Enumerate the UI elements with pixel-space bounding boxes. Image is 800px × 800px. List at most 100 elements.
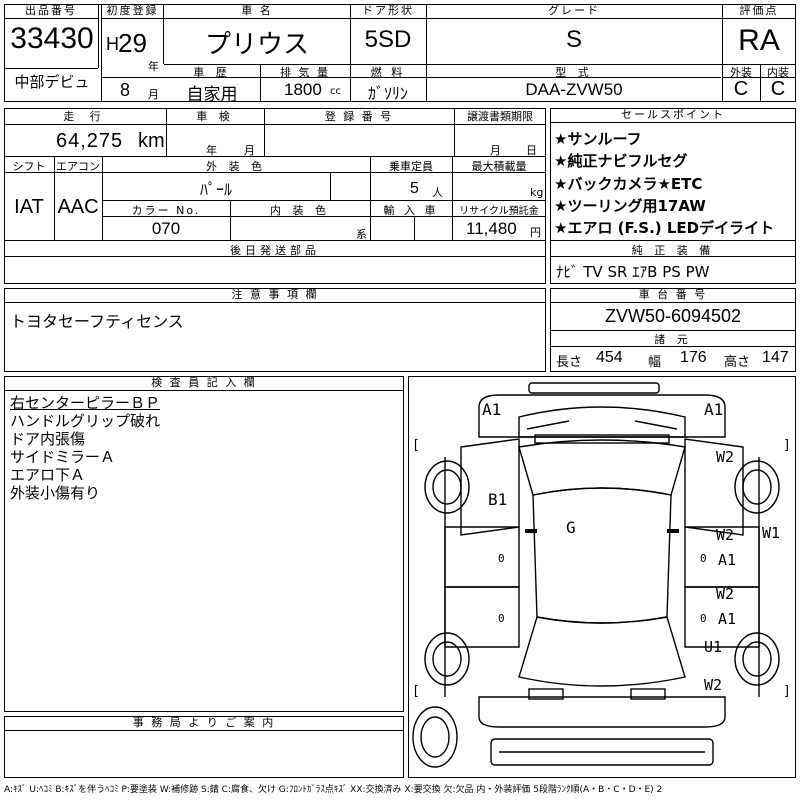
capacity: 5	[410, 180, 419, 197]
mark-w2-front-door: W2	[716, 526, 735, 544]
lot-number: 33430	[10, 22, 94, 55]
inspector-block	[4, 376, 404, 712]
model-code: DAA-ZVW50	[525, 80, 623, 99]
car-outline-svg	[412, 382, 780, 768]
history: 自家用	[186, 85, 238, 105]
width-label: 幅	[648, 355, 662, 370]
damage-legend: A:ｷｽﾞ U:ﾍｺﾐ B:ｷｽﾞを伴うﾍｺﾐ P:要塗装 W:補修跡 S:錆 …	[4, 785, 663, 795]
shift-label: シフト	[12, 160, 46, 173]
reg-month: 8	[120, 80, 131, 100]
shift: IAT	[14, 196, 44, 218]
mileage-label: 走 行	[63, 110, 107, 123]
score-label: 評価点	[722, 4, 796, 19]
sales-block	[550, 108, 796, 284]
mark-g-roof: G	[566, 518, 576, 537]
color-no-label: カラー No.	[131, 204, 201, 217]
mileage: 64,275	[56, 130, 124, 152]
score: RA	[738, 24, 780, 57]
sales-point-1: ★サンルーフ	[554, 130, 642, 148]
inspector-line-6: 外装小傷有り	[10, 484, 101, 502]
transfer-label: 譲渡書類期限	[467, 110, 533, 123]
int-color-label: 内 装 色	[270, 204, 330, 217]
load-unit: kg	[530, 186, 544, 199]
mark-a1-front-right: A1	[704, 400, 724, 419]
era: H	[106, 34, 119, 54]
ac-label: エアコン	[56, 160, 100, 173]
mileage-unit: km	[138, 130, 165, 152]
recycle-unit: 円	[530, 226, 541, 239]
door-type: 5SD	[364, 26, 412, 53]
caution-label: 注 意 事 項 欄	[4, 288, 546, 303]
zero-left-2: 0	[498, 612, 505, 625]
sales-point-3: ★バックカメラ★ETC	[554, 175, 703, 193]
capacity-unit: 人	[432, 186, 443, 199]
inspector-line-5: エアロ下Ａ	[10, 466, 86, 484]
disp-unit: cc	[330, 86, 341, 97]
reg-year: 29	[118, 28, 147, 58]
ext-label: 外装	[730, 66, 752, 79]
recycle-fee: 11,480	[466, 219, 517, 238]
inspector-line-2: ハンドルグリップ破れ	[10, 412, 161, 430]
car-diagram	[408, 376, 796, 778]
fuel: ｶﾞｿﾘﾝ	[367, 84, 408, 103]
bracket-left-rear: [	[412, 684, 420, 699]
grade-label: グレード	[426, 4, 722, 19]
zero-left-1: 0	[498, 552, 505, 565]
transfer-month-unit: 月	[490, 144, 501, 157]
int-color-unit: 系	[356, 228, 367, 241]
transfer-day-unit: 日	[526, 144, 537, 157]
length-label: 長さ	[556, 355, 583, 370]
chassis-label: 車 台 番 号	[550, 288, 796, 303]
length: 454	[596, 349, 623, 366]
sales-point-5: ★エアロ (F.S.) LEDデイライト	[554, 219, 775, 237]
mark-u1-rear-fender: U1	[704, 638, 723, 656]
body-color: ﾊﾟｰﾙ	[199, 180, 232, 199]
color-number: 070	[151, 219, 181, 238]
mark-w2-fender: W2	[716, 448, 735, 466]
displacement: 1800	[284, 80, 322, 99]
ext-grade: C	[733, 78, 749, 100]
equip-label: 純 正 装 備	[631, 244, 715, 257]
recycle-label: リサイクル預託金	[459, 206, 539, 217]
air-con: AAC	[57, 196, 99, 218]
year-unit: 年	[148, 60, 159, 73]
caution-block	[4, 288, 546, 372]
history-label: 車 歴	[193, 66, 231, 79]
header-block	[4, 4, 796, 102]
sales-label: セールスポイント	[550, 108, 796, 123]
insp-year-unit: 年	[206, 144, 217, 157]
lot-label: 出品番号	[4, 4, 98, 19]
width: 176	[680, 349, 707, 366]
later-parts-label: 後日発送部品	[230, 244, 320, 257]
int-label: 内装	[767, 66, 789, 79]
debut-label: 中部デビュ	[14, 73, 90, 91]
car-name-label: 車 名	[164, 4, 350, 19]
bracket-left-front: [	[412, 438, 420, 453]
inspector-line-3: ドア内張傷	[10, 430, 86, 448]
height-label: 高さ	[724, 355, 751, 370]
inspector-line-4: サイドミラーＡ	[10, 448, 116, 466]
dims-label: 諸 元	[654, 333, 692, 346]
detail-block	[4, 108, 546, 284]
bracket-right-front: ]	[783, 438, 791, 453]
inspector-label: 検 査 員 記 入 欄	[4, 376, 404, 391]
mark-a1-front-door: A1	[718, 551, 737, 569]
sales-point-2: ★純正ナビフルセグ	[554, 152, 688, 170]
int-grade: C	[770, 78, 786, 100]
office-label: 事 務 局 よ り ご 案 内	[4, 716, 404, 731]
insp-month-unit: 月	[244, 144, 255, 157]
mark-w2-rear: W2	[704, 676, 723, 694]
mark-a1-rear-door: A1	[718, 610, 737, 628]
caution-text: トヨタセーフティセンス	[10, 312, 184, 331]
zero-right-2: 0	[700, 612, 707, 625]
first-reg-label: 初度登録	[101, 4, 163, 19]
mark-w2-rear-door: W2	[716, 585, 735, 603]
fuel-label: 燃 料	[370, 66, 406, 79]
import-label: 輸 入 車	[383, 204, 439, 217]
capacity-label: 乗車定員	[389, 160, 433, 173]
mark-w1-side: W1	[762, 524, 781, 542]
disp-label: 排 気 量	[280, 66, 330, 79]
plate-label: 登 録 番 号	[324, 110, 394, 123]
color-label: 外 装 色	[206, 160, 266, 173]
bracket-right-rear: ]	[783, 684, 791, 699]
